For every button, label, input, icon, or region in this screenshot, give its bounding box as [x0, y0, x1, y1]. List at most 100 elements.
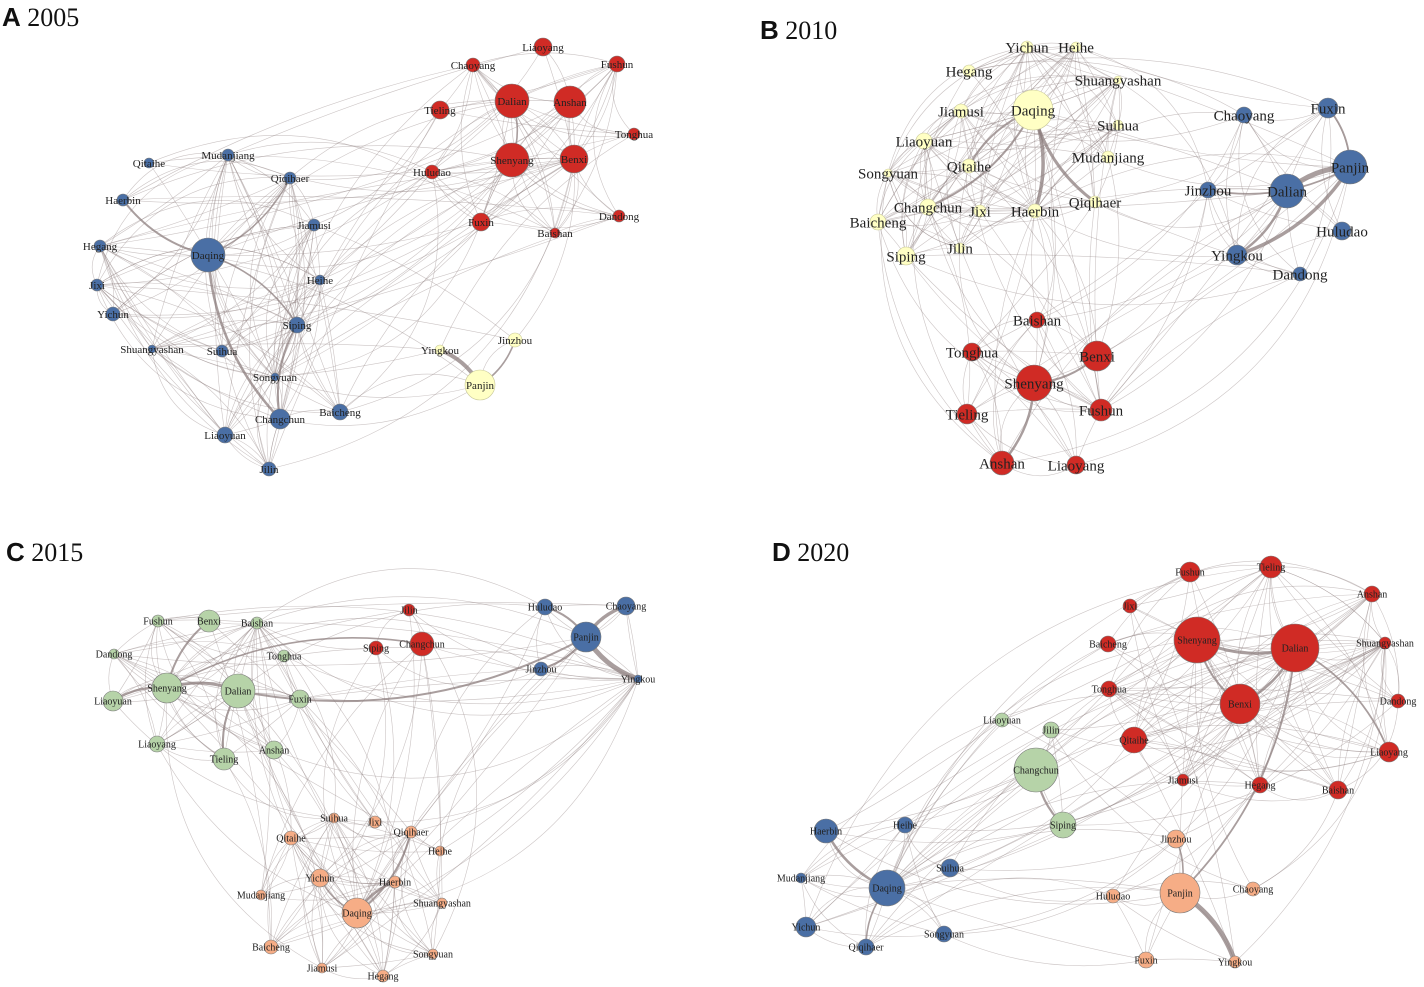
network-edge [923, 140, 1102, 411]
node-circle [1199, 181, 1217, 199]
network-edge [256, 596, 587, 638]
node-label: Baicheng [252, 943, 290, 954]
node-tieling: Tieling [1257, 555, 1285, 579]
network-edge [99, 101, 571, 247]
node-jinzhou: Jinzhou [1160, 829, 1192, 849]
node-yingkou: Yingkou [421, 344, 459, 357]
network-edge [1026, 46, 1096, 203]
network-edge [410, 606, 546, 833]
node-circle [1176, 773, 1190, 787]
network-edge [923, 46, 1028, 142]
network-edge [267, 837, 292, 948]
node-label: Shenyang [147, 684, 186, 695]
node-circle [1089, 398, 1113, 422]
node-circle [1179, 561, 1201, 583]
network-edge [431, 63, 618, 173]
network-edge [968, 57, 1329, 109]
network-edge [905, 79, 1119, 257]
network-edge [289, 177, 298, 326]
network-edge [1270, 566, 1399, 702]
network-edge [151, 348, 226, 436]
node-circle [151, 672, 183, 704]
node-label: Jilin [1042, 726, 1059, 737]
node-siping: Siping [886, 246, 926, 266]
node-circle [269, 408, 291, 430]
network-edge [431, 171, 556, 234]
node-circle [559, 144, 589, 174]
network-edge [877, 221, 961, 249]
network-edge [1129, 560, 1373, 607]
network-edge [1133, 642, 1386, 741]
network-edge [237, 690, 384, 977]
network-edge [113, 641, 285, 657]
node-changchun: Changchun [399, 631, 445, 657]
node-circle [1270, 623, 1320, 673]
network-edge [1182, 642, 1386, 781]
node-circle [869, 213, 887, 231]
network-edge [877, 79, 1119, 223]
network-edge [439, 109, 635, 135]
node-jiamusi: Jiamusi [1168, 773, 1198, 787]
node-label: Shenyang [490, 155, 534, 167]
node-label: Jinzhou [525, 665, 556, 676]
network-edge [825, 719, 1003, 832]
network-edge [99, 154, 229, 247]
node-circle [954, 242, 966, 254]
node-circle [1013, 747, 1059, 793]
node-label: Chaoyang [1214, 108, 1275, 124]
node-label: Shenyang [1177, 636, 1216, 647]
node-label: Liaoyuan [983, 716, 1021, 727]
network-edge [256, 622, 639, 716]
network-edge [339, 158, 575, 413]
network-edge [1100, 107, 1329, 411]
network-edge [274, 171, 433, 378]
node-circle [102, 690, 124, 712]
node-qiqihaer: Qiqihaer [849, 938, 884, 956]
panel-a-year: 2005 [27, 3, 80, 32]
node-tonghua: Tonghua [615, 127, 653, 141]
network-edge [886, 725, 1390, 889]
node-label: Jinzhou [1160, 835, 1191, 846]
network-edge [256, 568, 546, 624]
node-label: Haerbin [379, 878, 411, 889]
node-label: Hegang [946, 64, 993, 80]
node-label: Panjin [573, 633, 599, 644]
network-edge [949, 642, 1386, 871]
node-daqing: Daqing [1011, 89, 1056, 131]
node-circle [1012, 89, 1054, 131]
network-edge [886, 643, 1109, 889]
network-edge [886, 829, 1177, 889]
network-edge [1036, 114, 1245, 321]
node-label: Liaoyang [522, 42, 564, 54]
node-circle [307, 218, 321, 232]
node-circle [1015, 364, 1053, 402]
network-edge [1337, 642, 1386, 791]
network-edge [112, 700, 335, 819]
network-edge [256, 376, 276, 470]
network-edge [156, 692, 301, 745]
node-qiqihaer: Qiqihaer [271, 171, 310, 185]
network-edge [1034, 124, 1119, 212]
network-edge [227, 46, 544, 156]
node-label: Yichun [1005, 40, 1049, 56]
network-edge [1270, 566, 1386, 644]
network-edge [113, 653, 301, 711]
network-edge [273, 279, 321, 378]
network-edge [540, 668, 639, 680]
network-edge [274, 349, 441, 378]
node-circle [868, 869, 906, 907]
network-edge [1001, 166, 1351, 464]
node-label: Haerbin [105, 195, 141, 207]
node-label: Mudanjiang [1072, 150, 1145, 166]
network-edge [959, 46, 1077, 249]
node-yichun: Yichun [1005, 40, 1049, 56]
node-label: Benxi [561, 154, 587, 166]
network-edge [979, 46, 1077, 212]
network-edge [156, 743, 275, 753]
node-tieling: Tieling [210, 747, 238, 771]
network-edge [99, 245, 321, 289]
network-edge [319, 158, 575, 281]
network-edge [1133, 739, 1261, 786]
network-edge [1145, 784, 1261, 961]
node-label: Tonghua [946, 345, 999, 361]
